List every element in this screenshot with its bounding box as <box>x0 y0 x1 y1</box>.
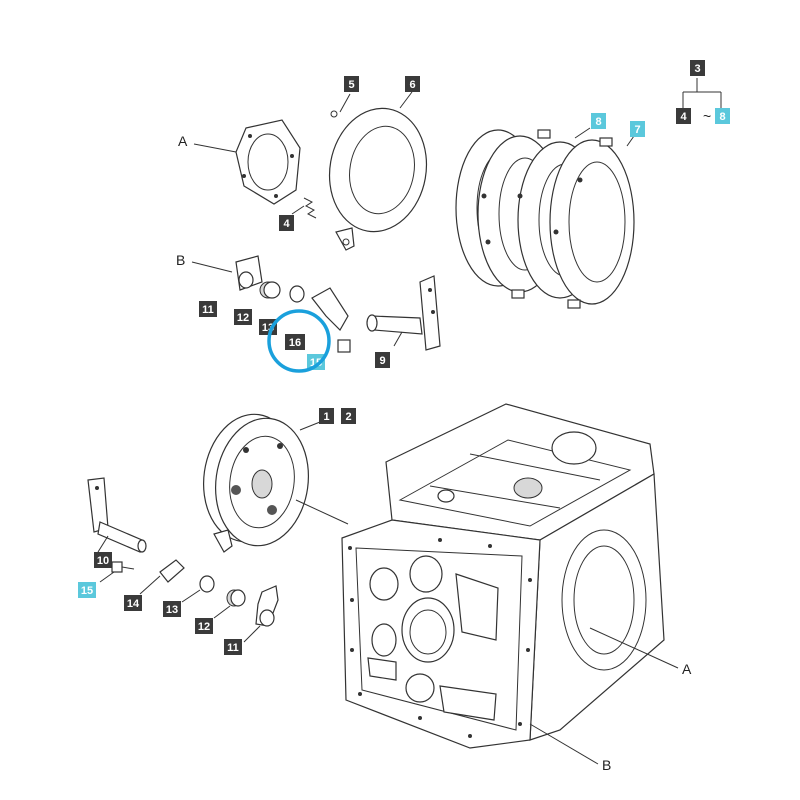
tag-9[interactable]: 9 <box>375 352 390 368</box>
bearing-11-bottom <box>243 585 279 643</box>
bolt-15-top <box>337 339 351 353</box>
svg-text:2: 2 <box>345 411 351 423</box>
tag-5[interactable]: 5 <box>344 76 359 92</box>
label-a-top: A <box>178 133 188 149</box>
tag-16[interactable]: 16 <box>285 334 305 350</box>
tag-3[interactable]: 3 <box>690 60 705 76</box>
svg-text:5: 5 <box>348 79 354 91</box>
label-b-bottom: B <box>602 757 611 773</box>
brake-assembly <box>202 413 349 553</box>
svg-text:4: 4 <box>680 111 687 123</box>
fork-14-top <box>311 287 349 331</box>
tag-8[interactable]: 8 <box>591 113 606 129</box>
label-a-bottom: A <box>682 661 692 677</box>
oring-13-bottom <box>199 575 215 593</box>
svg-text:10: 10 <box>97 555 109 567</box>
tag-2[interactable]: 2 <box>341 408 356 424</box>
tag-7[interactable]: 7 <box>630 121 645 137</box>
shaft-9 <box>366 275 441 351</box>
spring-4 <box>291 197 317 219</box>
bushing-12-top <box>259 281 281 299</box>
svg-text:8: 8 <box>719 111 725 123</box>
fork-14-bottom <box>139 559 185 595</box>
tag-13-bottom[interactable]: 13 <box>163 601 181 617</box>
tag-11-top[interactable]: 11 <box>199 301 217 317</box>
bolt-15-bottom <box>99 561 135 583</box>
svg-text:11: 11 <box>227 642 239 654</box>
tag-1[interactable]: 1 <box>319 408 334 424</box>
svg-text:6: 6 <box>409 79 415 91</box>
legend: 3 4 ~ 8 <box>676 60 730 124</box>
shaft-10 <box>87 477 147 553</box>
svg-text:7: 7 <box>634 124 640 136</box>
svg-text:12: 12 <box>198 621 210 633</box>
highlight-ring <box>267 309 331 373</box>
tag-12-bottom[interactable]: 12 <box>195 618 213 634</box>
svg-text:9: 9 <box>379 355 385 367</box>
svg-text:15: 15 <box>81 585 93 597</box>
bushing-12-bottom <box>213 589 246 619</box>
svg-text:12: 12 <box>237 312 249 324</box>
tag-10[interactable]: 10 <box>94 552 112 568</box>
tag-4[interactable]: 4 <box>279 215 294 231</box>
transmission-housing <box>341 403 679 765</box>
tag-8-legend[interactable]: 8 <box>715 108 730 124</box>
svg-text:4: 4 <box>283 218 290 230</box>
label-b-top: B <box>176 252 185 268</box>
pressure-plate <box>328 91 428 251</box>
clutch-plates <box>455 127 635 309</box>
tag-15-bottom[interactable]: 15 <box>78 582 96 598</box>
tag-4-legend[interactable]: 4 <box>676 108 691 124</box>
svg-text:14: 14 <box>127 598 140 610</box>
tag-6[interactable]: 6 <box>405 76 420 92</box>
tag-11-bottom[interactable]: 11 <box>224 639 242 655</box>
range-tilde: ~ <box>703 108 711 124</box>
svg-text:1: 1 <box>323 411 329 423</box>
svg-text:11: 11 <box>202 304 214 316</box>
svg-text:16: 16 <box>289 337 301 349</box>
svg-text:13: 13 <box>166 604 178 616</box>
svg-text:3: 3 <box>694 63 700 75</box>
cover-a <box>193 119 301 205</box>
oring-13-top <box>289 285 305 303</box>
bearing-11-top <box>235 255 263 291</box>
svg-text:8: 8 <box>595 116 601 128</box>
tag-14[interactable]: 14 <box>124 595 142 611</box>
tag-12-top[interactable]: 12 <box>234 309 252 325</box>
